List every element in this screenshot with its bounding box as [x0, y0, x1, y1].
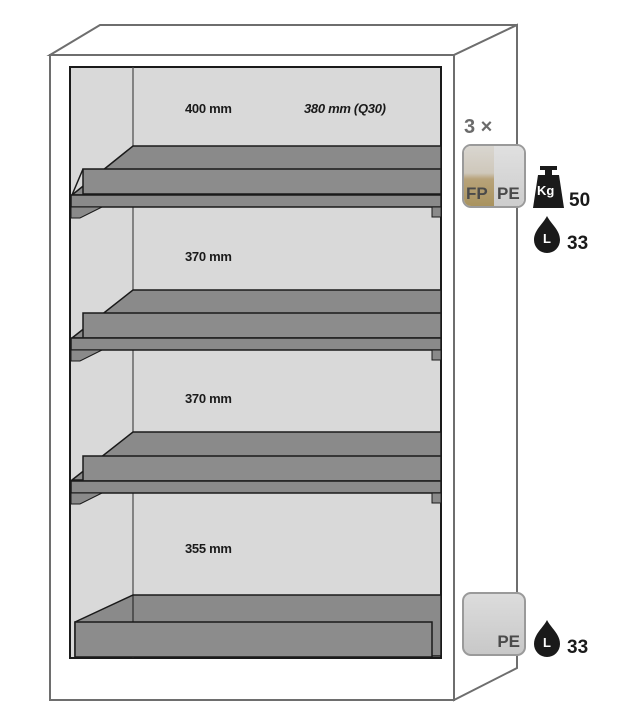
- compartment-3-height: 370 mm: [185, 391, 232, 406]
- bottom-sump-tray: [74, 594, 442, 658]
- compartment-4-height: 355 mm: [185, 541, 232, 556]
- volume-value: 33: [567, 233, 589, 254]
- kg-icon-label: Kg: [537, 183, 555, 198]
- badge-fp-label: FP: [466, 184, 488, 203]
- material-badge-fp-pe: FP PE: [462, 144, 526, 208]
- compartment-1-height: 400 mm: [185, 101, 232, 116]
- shelf-tray-3: [69, 431, 442, 505]
- volume-drop-icon-bottom: [534, 620, 560, 657]
- badge-pe-label: PE: [497, 184, 520, 203]
- load-value: 50: [569, 190, 591, 211]
- pe-half: [494, 146, 524, 206]
- badge-pe-bottom-label: PE: [497, 632, 520, 651]
- fp-half: [464, 146, 494, 206]
- shelf-tray-1: [69, 145, 442, 219]
- bottom-volume-value: 33: [567, 637, 589, 658]
- l-icon-label-bottom: L: [543, 635, 551, 650]
- weight-kg-icon: [533, 166, 564, 208]
- volume-drop-icon: [534, 216, 560, 253]
- cabinet-top: [46, 24, 518, 56]
- shelf-tray-2: [69, 289, 442, 362]
- compartment-2-height: 370 mm: [185, 249, 232, 264]
- compartment-1-alt-height: 380 mm (Q30): [304, 101, 386, 116]
- shelf-multiplier: 3 ×: [464, 116, 493, 138]
- l-icon-label: L: [543, 231, 551, 246]
- material-badge-pe: PE: [462, 592, 526, 656]
